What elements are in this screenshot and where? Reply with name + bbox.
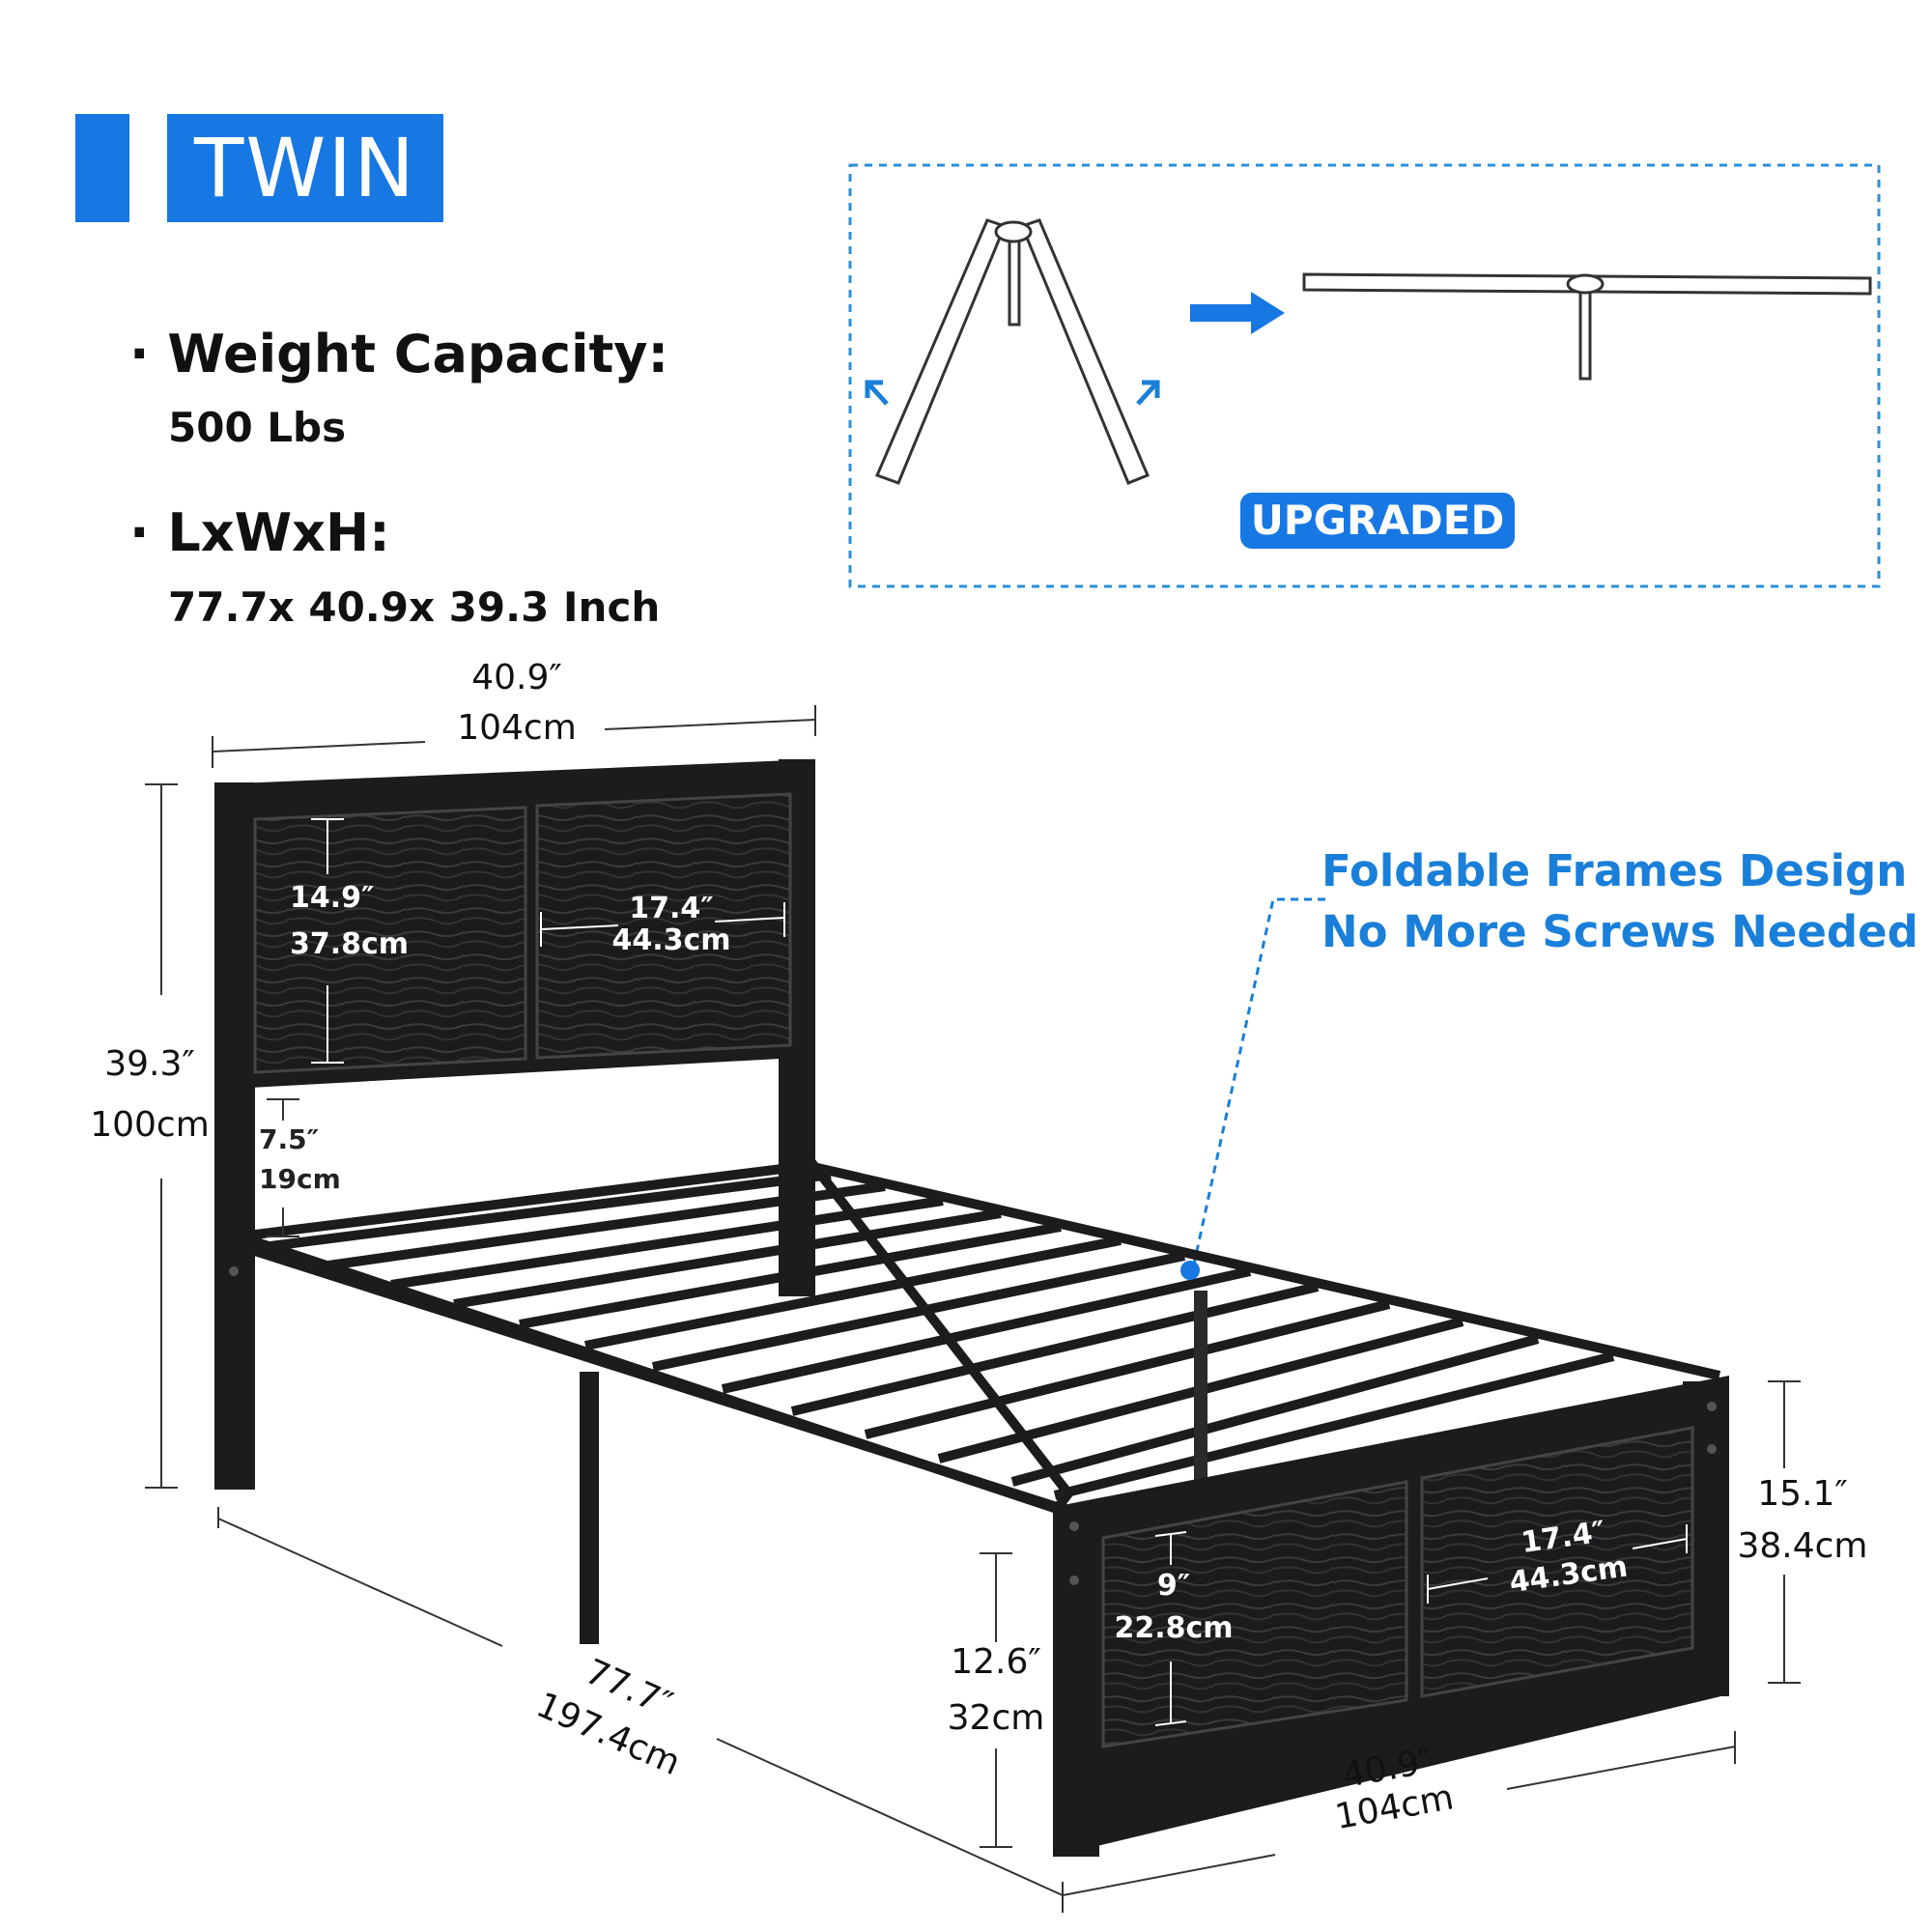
cm-value: 19cm — [259, 1162, 341, 1195]
weight-label: Weight Capacity: — [167, 324, 669, 384]
inch-value: 9″ — [1156, 1569, 1191, 1603]
bed-frame — [214, 759, 1729, 1857]
bullet: · — [129, 502, 150, 563]
underbed-clearance-label: 12.6″ 32cm — [933, 1634, 1059, 1746]
feature-line-2: No More Screws Needed — [1321, 906, 1918, 957]
spec-weight-label: · Weight Capacity: — [129, 324, 668, 384]
footboard-panel-height-label: 9″ 22.8cm — [1111, 1565, 1236, 1649]
headboard-panel-left — [253, 806, 527, 1074]
upgrade-panel — [848, 163, 1881, 588]
inch-value: 12.6″ — [951, 1642, 1041, 1682]
transition-arrow-icon — [1190, 292, 1285, 334]
cm-value: 37.8cm — [290, 927, 410, 961]
inner-dimension-lines — [311, 818, 1688, 1726]
footboard-height-label: 15.1″ 38.4cm — [1735, 1468, 1870, 1573]
footboard-panel-left — [1101, 1480, 1408, 1748]
inch-value: 14.9″ — [290, 881, 375, 915]
inch-value: 7.5″ — [259, 1123, 320, 1155]
expand-arrow-left-icon — [865, 380, 889, 406]
title-accent-bar — [75, 114, 129, 222]
inch-value: 39.3″ — [104, 1044, 195, 1084]
inch-value: 40.9″ — [471, 658, 562, 697]
overall-height-label: 39.3″ 100cm — [87, 1034, 213, 1155]
cm-value: 22.8cm — [1114, 1610, 1234, 1645]
dimension-lines — [145, 705, 1801, 1913]
headboard-panel-width-label: 17.4″ 44.3cm — [609, 893, 734, 956]
cm-value: 38.4cm — [1737, 1526, 1868, 1566]
feature-pointer-line — [1190, 897, 1325, 1274]
upgraded-badge: UPGRADED — [1240, 493, 1515, 549]
bullet: · — [129, 324, 150, 384]
headboard-gap-label: 7.5″ 19cm — [259, 1121, 341, 1199]
feature-callout: Foldable Frames Design No More Screws Ne… — [1321, 840, 1918, 962]
spec-dimensions-label: · LxWxH: — [129, 502, 390, 563]
weight-value: 500 Lbs — [168, 404, 347, 451]
unfolded-rail-icon — [1302, 272, 1872, 381]
cm-value: 32cm — [947, 1697, 1045, 1738]
headboard-panel-height-label: 14.9″ 37.8cm — [290, 875, 415, 968]
inch-value: 15.1″ — [1757, 1474, 1848, 1514]
footboard-panel-right — [1420, 1426, 1694, 1698]
overall-width-label: 40.9″ 104cm — [425, 653, 609, 753]
size-title: TWIN — [167, 114, 443, 222]
expand-arrow-right-icon — [1136, 380, 1160, 406]
inch-value: 17.4″ — [629, 892, 714, 925]
cm-value: 104cm — [457, 708, 577, 749]
folded-hinge-icon — [874, 218, 1150, 485]
headboard-panel-right — [535, 792, 792, 1060]
cm-value: 44.3cm — [611, 923, 731, 957]
feature-line-1: Foldable Frames Design — [1321, 845, 1908, 896]
cm-value: 100cm — [90, 1105, 210, 1145]
lwh-label: LxWxH: — [167, 502, 390, 563]
feature-pointer-dot — [1180, 1261, 1200, 1280]
lwh-value: 77.7x 40.9x 39.3 Inch — [168, 583, 661, 631]
